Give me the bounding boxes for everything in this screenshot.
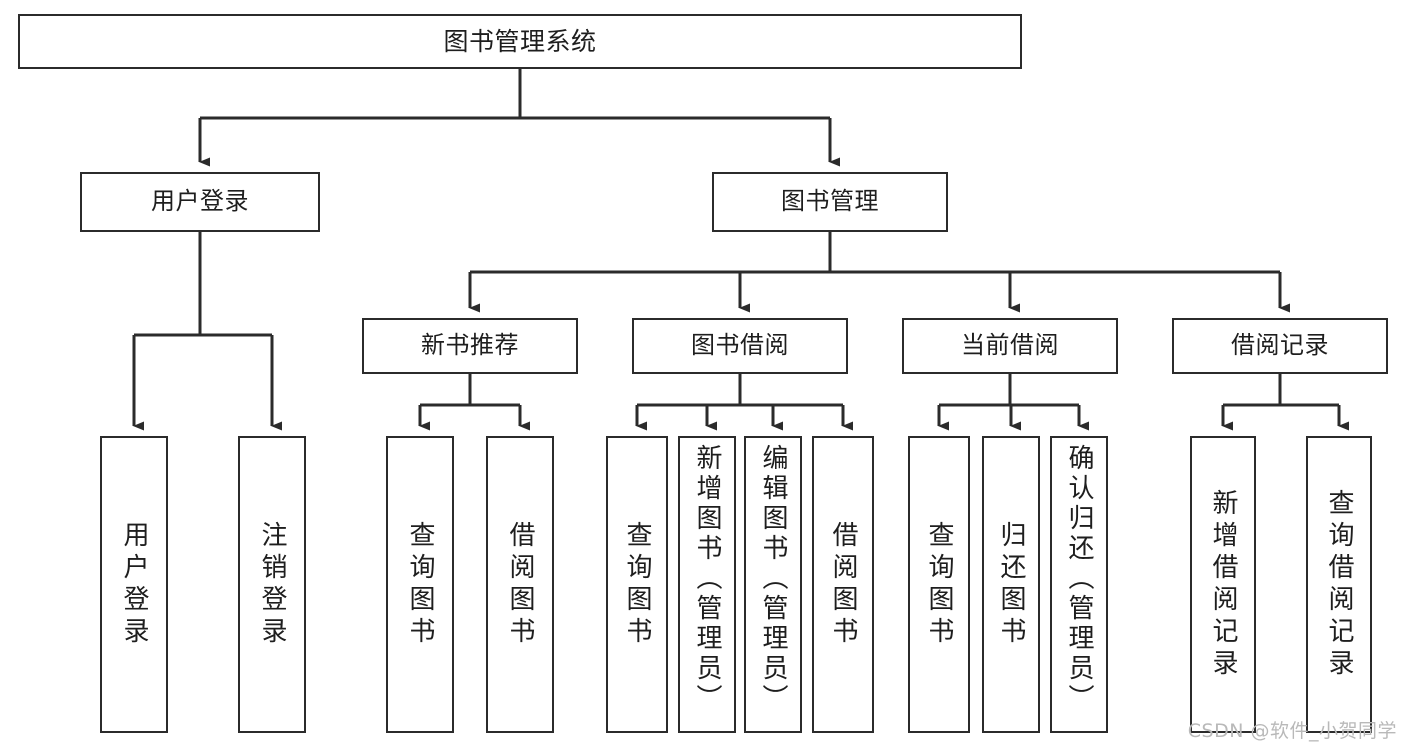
node-leaf-edit-book[interactable]: 编辑图书（管理员）: [744, 436, 802, 733]
node-leaf-confirm-return-label: 确认归还（管理员）: [1064, 444, 1094, 714]
node-root[interactable]: 图书管理系统: [18, 14, 1022, 69]
node-book-manage-label: 图书管理: [781, 187, 879, 216]
node-user-login-label: 用户登录: [151, 187, 249, 216]
node-borrow-record-label: 借阅记录: [1231, 331, 1329, 360]
node-leaf-query-record-label: 查询借阅记录: [1324, 488, 1354, 681]
node-current-borrow-label: 当前借阅: [961, 331, 1059, 360]
node-leaf-add-record[interactable]: 新增借阅记录: [1190, 436, 1256, 733]
node-leaf-query-book-1-label: 查询图书: [405, 520, 435, 649]
node-leaf-borrow-book-2[interactable]: 借阅图书: [812, 436, 874, 733]
node-current-borrow[interactable]: 当前借阅: [902, 318, 1118, 374]
node-leaf-query-book-2[interactable]: 查询图书: [606, 436, 668, 733]
node-leaf-borrow-book-1-label: 借阅图书: [505, 520, 535, 649]
node-leaf-confirm-return[interactable]: 确认归还（管理员）: [1050, 436, 1108, 733]
node-leaf-borrow-book-1[interactable]: 借阅图书: [486, 436, 554, 733]
node-leaf-add-record-label: 新增借阅记录: [1208, 488, 1238, 681]
node-book-borrow[interactable]: 图书借阅: [632, 318, 848, 374]
node-book-borrow-label: 图书借阅: [691, 331, 789, 360]
node-leaf-user-login[interactable]: 用户登录: [100, 436, 168, 733]
node-new-book-rec-label: 新书推荐: [421, 331, 519, 360]
node-leaf-user-login-label: 用户登录: [119, 520, 149, 649]
node-leaf-query-book-3[interactable]: 查询图书: [908, 436, 970, 733]
node-leaf-edit-book-label: 编辑图书（管理员）: [758, 444, 788, 714]
node-leaf-query-record[interactable]: 查询借阅记录: [1306, 436, 1372, 733]
node-leaf-query-book-2-label: 查询图书: [622, 520, 652, 649]
csdn-watermark: CSDN @软件_小贺同学: [1187, 720, 1397, 742]
node-root-label: 图书管理系统: [443, 27, 597, 56]
node-borrow-record[interactable]: 借阅记录: [1172, 318, 1388, 374]
node-leaf-query-book-3-label: 查询图书: [924, 520, 954, 649]
node-leaf-query-book-1[interactable]: 查询图书: [386, 436, 454, 733]
node-leaf-add-book-label: 新增图书（管理员）: [692, 444, 722, 714]
node-leaf-logout-label: 注销登录: [257, 520, 287, 649]
node-leaf-return-book-label: 归还图书: [996, 520, 1026, 649]
node-leaf-add-book[interactable]: 新增图书（管理员）: [678, 436, 736, 733]
node-user-login[interactable]: 用户登录: [80, 172, 320, 232]
node-new-book-rec[interactable]: 新书推荐: [362, 318, 578, 374]
node-leaf-logout[interactable]: 注销登录: [238, 436, 306, 733]
node-leaf-return-book[interactable]: 归还图书: [982, 436, 1040, 733]
node-book-manage[interactable]: 图书管理: [712, 172, 948, 232]
node-leaf-borrow-book-2-label: 借阅图书: [828, 520, 858, 649]
